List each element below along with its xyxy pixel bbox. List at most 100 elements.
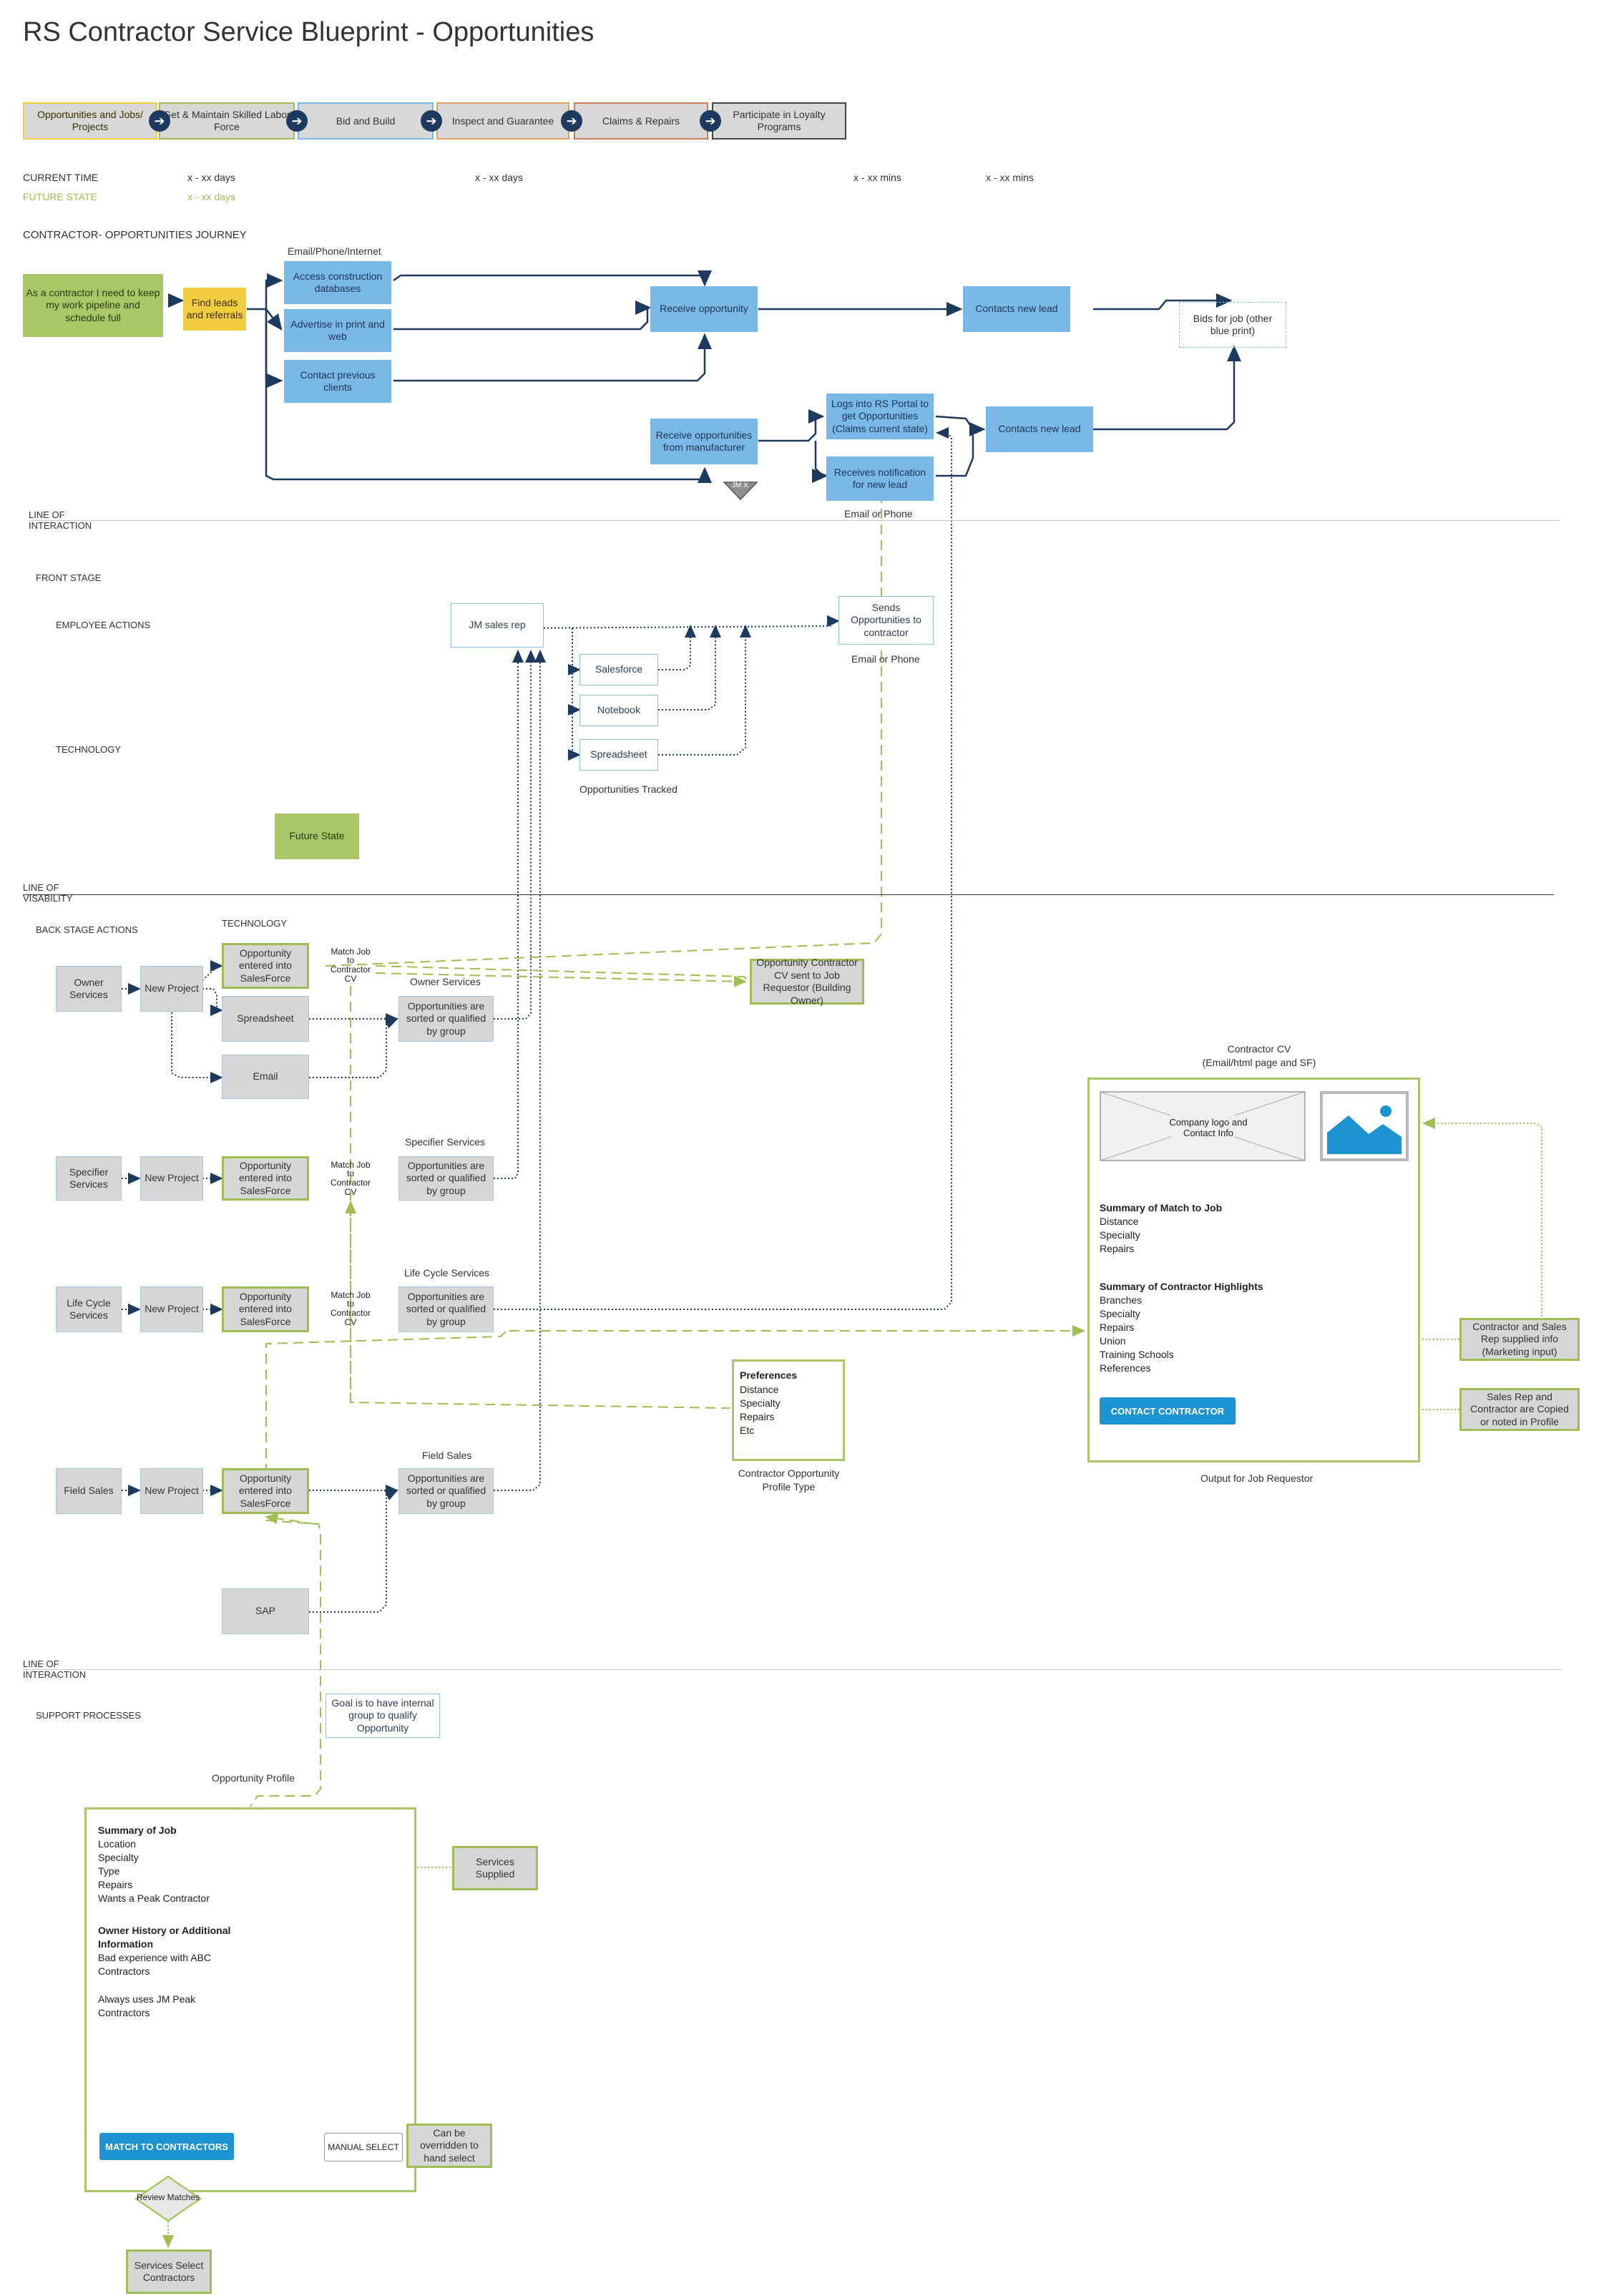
- contact-previous: Contact previous clients: [284, 360, 391, 403]
- opportunities-tracked: Opportunities Tracked: [579, 783, 678, 795]
- spreadsheet-back: Spreadsheet: [222, 996, 309, 1042]
- diamond-shape: [134, 2175, 202, 2222]
- copied-note: Sales Rep and Contractor are Copied or n…: [1459, 1388, 1580, 1431]
- phase-loyalty[interactable]: Participate in Loyalty Programs: [712, 102, 846, 140]
- contacts-new-lead-2: Contacts new lead: [986, 406, 1093, 452]
- match-summary-heading: Summary of Match to Job: [1100, 1202, 1223, 1213]
- future-state-legend: Future State: [275, 814, 359, 859]
- cv-title: Contractor CV: [1227, 1043, 1291, 1055]
- advertise: Advertise in print and web: [284, 309, 391, 352]
- find-leads: Find leads and referrals: [183, 288, 246, 331]
- support-processes-label: SUPPORT PROCESSES: [36, 1710, 141, 1721]
- jm-x-label: JM X: [732, 482, 748, 489]
- logs-into-portal: Logs into RS Portal to get Opportunities…: [826, 394, 934, 439]
- sap-system: SAP: [222, 1588, 309, 1634]
- current-time-value: x - xx mins: [853, 172, 901, 183]
- notebook-tool: Notebook: [579, 695, 658, 726]
- preference-item: Repairs: [740, 1411, 775, 1422]
- sorted-group: Opportunities are sorted or qualified by…: [398, 1156, 494, 1201]
- phase-labor-force[interactable]: Get & Maintain Skilled Labor Force: [159, 102, 295, 140]
- spreadsheet-tool: Spreadsheet: [579, 739, 658, 771]
- phase-claims[interactable]: Claims & Repairs: [574, 102, 708, 140]
- contractor-cv-panel: Company logo and Contact Info Summary of…: [1087, 1078, 1420, 1462]
- receives-notification: Receives notification for new lead: [826, 456, 934, 501]
- opportunity-entered: Opportunity entered into SalesForce: [222, 1286, 309, 1332]
- back-stage-label: BACK STAGE ACTIONS: [36, 924, 138, 935]
- phase-inspect[interactable]: Inspect and Guarantee: [436, 102, 569, 140]
- review-matches-diamond: Review Matches: [134, 2175, 202, 2222]
- highlight-item: Union: [1100, 1335, 1126, 1347]
- channel-label: Email/Phone/Internet: [288, 245, 381, 257]
- life-cycle-group-label: Life Cycle Services: [404, 1267, 490, 1279]
- jm-sales-rep: JM sales rep: [451, 603, 544, 648]
- sends-opportunities: Sends Opportunities to contractor: [838, 596, 934, 645]
- line-of-interaction-label: LINE OF INTERACTION: [29, 509, 92, 531]
- new-project: New Project: [140, 966, 203, 1012]
- arrow-right-icon: ➔: [700, 110, 721, 132]
- opportunity-entered: Opportunity entered into SalesForce: [222, 1156, 309, 1201]
- image-icon: [1320, 1091, 1409, 1161]
- highlight-item: Repairs: [1100, 1322, 1135, 1333]
- arrow-right-icon: ➔: [286, 110, 308, 132]
- sorted-group: Opportunities are sorted or qualified by…: [398, 1468, 494, 1514]
- preference-item: Etc: [740, 1425, 755, 1436]
- cv-caption: Output for Job Requestor: [1200, 1472, 1314, 1484]
- highlight-item: References: [1100, 1362, 1151, 1374]
- journey-heading: CONTRACTOR- OPPORTUNITIES JOURNEY: [23, 229, 247, 241]
- job-summary-item: Specialty: [98, 1852, 139, 1863]
- front-stage-label: FRONT STAGE: [36, 572, 102, 583]
- line-of-interaction-label-2: LINE OF INTERACTION: [23, 1659, 87, 1680]
- match-item: Repairs: [1100, 1243, 1135, 1254]
- goal-note: Goal is to have internal group to qualif…: [326, 1694, 440, 1738]
- line-of-visibility-label: LINE OF VISABILITY: [23, 882, 73, 904]
- owner-services: Owner Services: [56, 966, 122, 1012]
- salesforce-tool: Salesforce: [579, 654, 658, 685]
- review-matches-label: Review Matches: [136, 2192, 200, 2202]
- email-phone-label: Email or Phone: [844, 508, 913, 519]
- current-time-value: x - xx mins: [986, 172, 1034, 183]
- owner-history-item: Bad experience with ABC Contractors: [98, 1952, 211, 1977]
- contact-contractor-button[interactable]: CONTACT CONTRACTOR: [1100, 1397, 1236, 1425]
- override-note: Can be overridden to hand select: [406, 2124, 492, 2168]
- current-time-value: x - xx days: [187, 172, 235, 183]
- logo-label: Company logo and Contact Info: [1169, 1117, 1248, 1138]
- owner-history-heading: Owner History or Additional Information: [98, 1925, 231, 1950]
- job-summary-heading: Summary of Job: [98, 1824, 177, 1836]
- arrow-right-icon: ➔: [149, 110, 170, 132]
- phase-bid-build[interactable]: Bid and Build: [298, 102, 434, 140]
- receive-from-manufacturer: Receive opportunities from manufacturer: [650, 419, 758, 464]
- specifier-services: Specifier Services: [56, 1156, 122, 1201]
- future-time-value: x - xx days: [187, 191, 235, 202]
- match-job-diamond: Match Job to Contractor CV: [328, 943, 373, 987]
- technology-label: TECHNOLOGY: [56, 744, 122, 755]
- new-project: New Project: [140, 1468, 203, 1514]
- arrow-right-icon: ➔: [421, 110, 442, 132]
- cv-sent: Opportunity Contractor CV sent to Job Re…: [750, 957, 864, 1006]
- highlight-item: Branches: [1100, 1294, 1143, 1306]
- triangle-icon: [723, 482, 758, 501]
- match-item: Distance: [1100, 1216, 1139, 1227]
- match-to-contractors-button[interactable]: MATCH TO CONTRACTORS: [99, 2133, 234, 2160]
- manual-select-button[interactable]: MANUAL SELECT: [324, 2133, 403, 2161]
- match-job-diamond: Match Job to Contractor CV: [328, 1156, 373, 1201]
- match-job-diamond: Match Job to Contractor CV: [328, 1286, 373, 1331]
- phase-opportunities[interactable]: Opportunities and Jobs/ Projects: [23, 102, 157, 140]
- owner-services-group-label: Owner Services: [410, 976, 481, 987]
- contacts-new-lead: Contacts new lead: [963, 286, 1070, 332]
- highlight-item: Specialty: [1100, 1308, 1140, 1319]
- cv-subtitle: (Email/html page and SF): [1202, 1057, 1316, 1068]
- life-cycle-services: Life Cycle Services: [56, 1286, 122, 1332]
- page-title: RS Contractor Service Blueprint - Opport…: [23, 17, 595, 47]
- match-item: Specialty: [1100, 1229, 1140, 1241]
- line-of-visibility: [23, 894, 1554, 895]
- highlights-heading: Summary of Contractor Highlights: [1100, 1281, 1263, 1292]
- opportunity-profile-panel: Summary of Job Location Specialty Type R…: [84, 1807, 416, 2192]
- field-sales: Field Sales: [56, 1468, 122, 1514]
- opportunity-entered: Opportunity entered into SalesForce: [222, 1468, 309, 1514]
- field-sales-group-label: Field Sales: [422, 1450, 472, 1461]
- services-supplied: Services Supplied: [452, 1846, 538, 1890]
- technology-label-2: TECHNOLOGY: [222, 918, 288, 929]
- employee-actions-label: EMPLOYEE ACTIONS: [56, 620, 151, 630]
- current-time-value: x - xx days: [475, 172, 523, 183]
